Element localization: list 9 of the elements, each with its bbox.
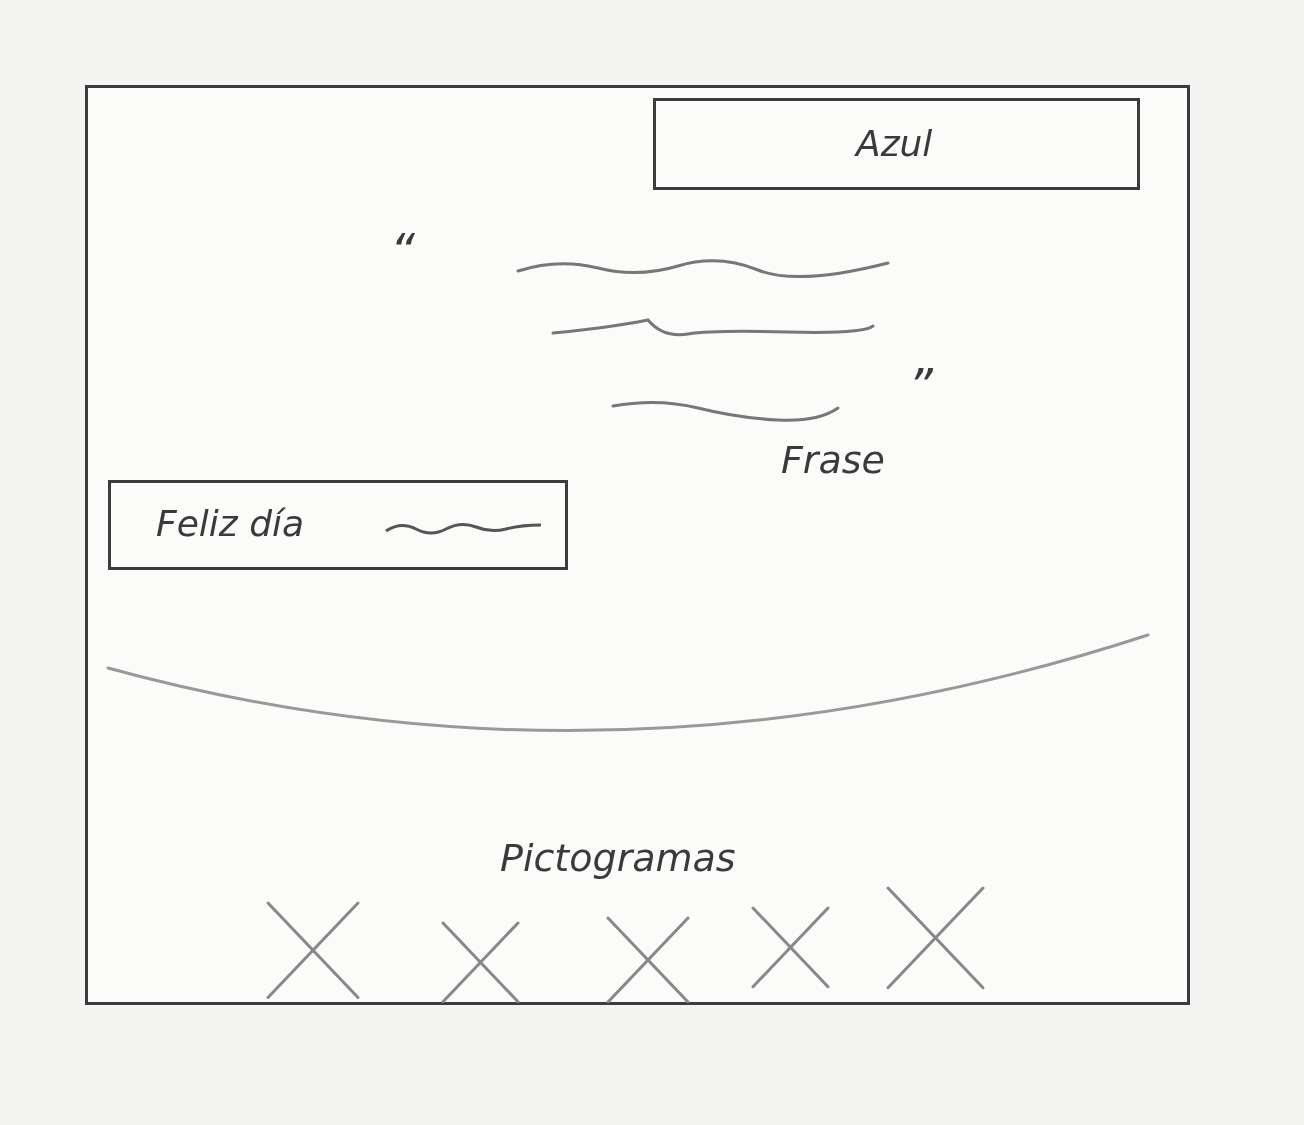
- caption-text: Frase: [781, 438, 885, 482]
- poster-frame: [85, 85, 1190, 1005]
- quotation-mark: ”: [908, 358, 933, 414]
- greeting-text: Feliz día: [156, 503, 305, 544]
- greeting-band: [108, 480, 568, 570]
- color-note: Azul: [856, 123, 933, 164]
- section-heading: Pictogramas: [500, 836, 736, 880]
- quotation-mark: “: [390, 223, 415, 279]
- header-band: [653, 98, 1140, 190]
